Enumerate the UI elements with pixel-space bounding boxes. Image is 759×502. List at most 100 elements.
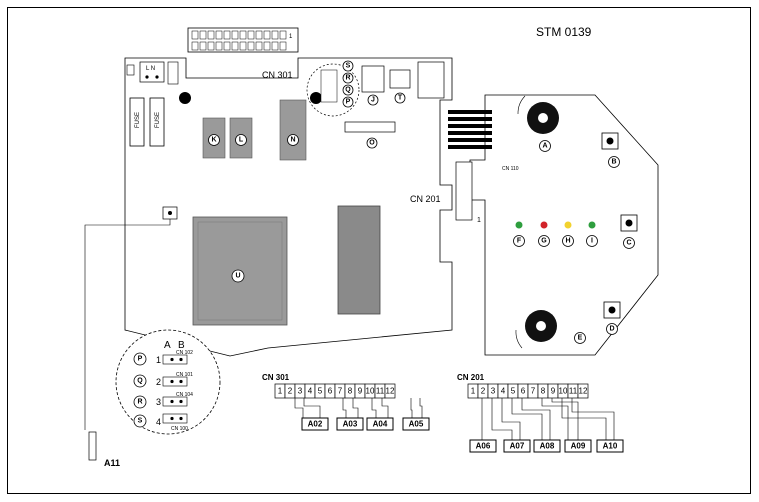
- cn301-tag-label: A02: [308, 420, 323, 429]
- label-t: [394, 92, 406, 104]
- cn301-pin-label: 3: [298, 387, 303, 396]
- cn201-pin-label: 4: [501, 387, 506, 396]
- top-connector-pin1-label: 1: [289, 34, 293, 40]
- mount-dot: [179, 92, 191, 104]
- jumper-row-4: 4 CN 100: [156, 413, 188, 432]
- label-a: [539, 140, 551, 152]
- svg-text:F: F: [517, 238, 522, 245]
- cn201-board-label: CN 201: [410, 194, 441, 204]
- led-g: [540, 221, 548, 229]
- jumper-zoom-area: [306, 63, 360, 117]
- svg-text:I: I: [591, 238, 593, 245]
- cn301-tag-label: A05: [409, 420, 424, 429]
- cn301-pin-label: 12: [386, 387, 395, 396]
- cn301-pin-label: 6: [328, 387, 333, 396]
- svg-text:L: L: [239, 137, 244, 144]
- label-b: [608, 156, 620, 168]
- svg-text:CN 102: CN 102: [176, 350, 193, 356]
- cn201-tag-A10: [596, 439, 624, 453]
- svg-text:S: S: [138, 418, 143, 425]
- svg-text:2: 2: [156, 377, 161, 387]
- cn301-pin-label: 4: [308, 387, 313, 396]
- svg-text:T: T: [398, 95, 403, 102]
- cn201-pin1-label: 1: [477, 217, 481, 224]
- label-c: [623, 237, 635, 249]
- svg-text:C: C: [626, 240, 631, 247]
- svg-text:N: N: [290, 137, 295, 144]
- label-k: [208, 134, 220, 146]
- cn201-pin-label: 6: [521, 387, 526, 396]
- cn201-pin-12: [577, 383, 589, 399]
- cn301-tag-A02: [301, 417, 329, 431]
- cn201-pin-label: 3: [491, 387, 496, 396]
- jumper-row-2: 2 CN 101: [156, 372, 193, 387]
- jumper-label-r: [133, 395, 147, 409]
- jumper-label-p: [133, 352, 147, 366]
- label-i: [586, 235, 598, 247]
- led-f: [515, 221, 523, 229]
- led-i: [588, 221, 596, 229]
- label-l: [235, 134, 247, 146]
- cn301-tag-label: A04: [373, 420, 388, 429]
- svg-text:P: P: [138, 356, 143, 363]
- cn201-tag-label: A09: [571, 442, 586, 451]
- cn201-pin-label: 8: [541, 387, 546, 396]
- svg-text:H: H: [565, 238, 570, 245]
- svg-text:CN 100: CN 100: [171, 426, 188, 432]
- cn201-tag-label: A06: [476, 442, 491, 451]
- a11-label: A11: [104, 458, 120, 468]
- a11-probe: [88, 431, 97, 461]
- cn301-tag-label: A03: [343, 420, 358, 429]
- diagram-title: STM 0139: [536, 25, 592, 39]
- ln-terminal: [139, 61, 165, 83]
- cn301-pin-label: 7: [338, 387, 343, 396]
- cn301-board-label: CN 301: [262, 70, 293, 80]
- svg-text:3: 3: [156, 397, 161, 407]
- cn201-wires: [481, 398, 615, 440]
- label-q: [342, 84, 354, 96]
- cn201-tag-label: A07: [510, 442, 525, 451]
- label-u: [231, 269, 245, 283]
- label-r: [342, 72, 354, 84]
- cn201-pin-label: 9: [551, 387, 556, 396]
- svg-text:K: K: [211, 137, 216, 144]
- top-connector-pins: [191, 30, 287, 51]
- fuse-2: [149, 97, 165, 147]
- cn301-tag-A04: [366, 417, 394, 431]
- jumper-row-3: 3 CN 104: [156, 392, 193, 407]
- jumper-label-q: [133, 374, 147, 388]
- label-d: [606, 323, 618, 335]
- label-f: [513, 235, 525, 247]
- label-p: [342, 96, 354, 108]
- cn301-pin-label: 8: [348, 387, 353, 396]
- label-s: [342, 60, 354, 72]
- cn201-pin-label: 1: [471, 387, 476, 396]
- cn201-pin-label: 10: [559, 387, 568, 396]
- svg-text:P: P: [346, 99, 351, 106]
- cn301-tag-A05: [402, 417, 430, 431]
- label-j: [367, 94, 379, 106]
- cn201-pin-label: 5: [511, 387, 516, 396]
- cn201-tag-label: A08: [540, 442, 555, 451]
- cn301-wires: [294, 398, 423, 418]
- connector-t: [389, 69, 411, 89]
- cn301-pin-12: [384, 383, 396, 399]
- svg-text:J: J: [371, 97, 375, 104]
- svg-text:Q: Q: [345, 87, 351, 94]
- jumper-block: [320, 69, 338, 103]
- relay-n: [279, 99, 307, 161]
- diagram-frame: [7, 7, 751, 494]
- label-e: [574, 332, 586, 344]
- svg-text:R: R: [345, 75, 350, 82]
- small-connector: [167, 61, 179, 85]
- cn201-title: CN 201: [457, 373, 485, 382]
- svg-text:G: G: [541, 238, 547, 245]
- fuse-2-label: FUSE: [155, 112, 161, 128]
- mount-dot: [310, 92, 322, 104]
- svg-text:D: D: [609, 326, 614, 333]
- label-n: [287, 134, 299, 146]
- svg-text:B: B: [611, 159, 616, 166]
- cn201-pin-label: 7: [531, 387, 536, 396]
- svg-text:S: S: [346, 63, 351, 70]
